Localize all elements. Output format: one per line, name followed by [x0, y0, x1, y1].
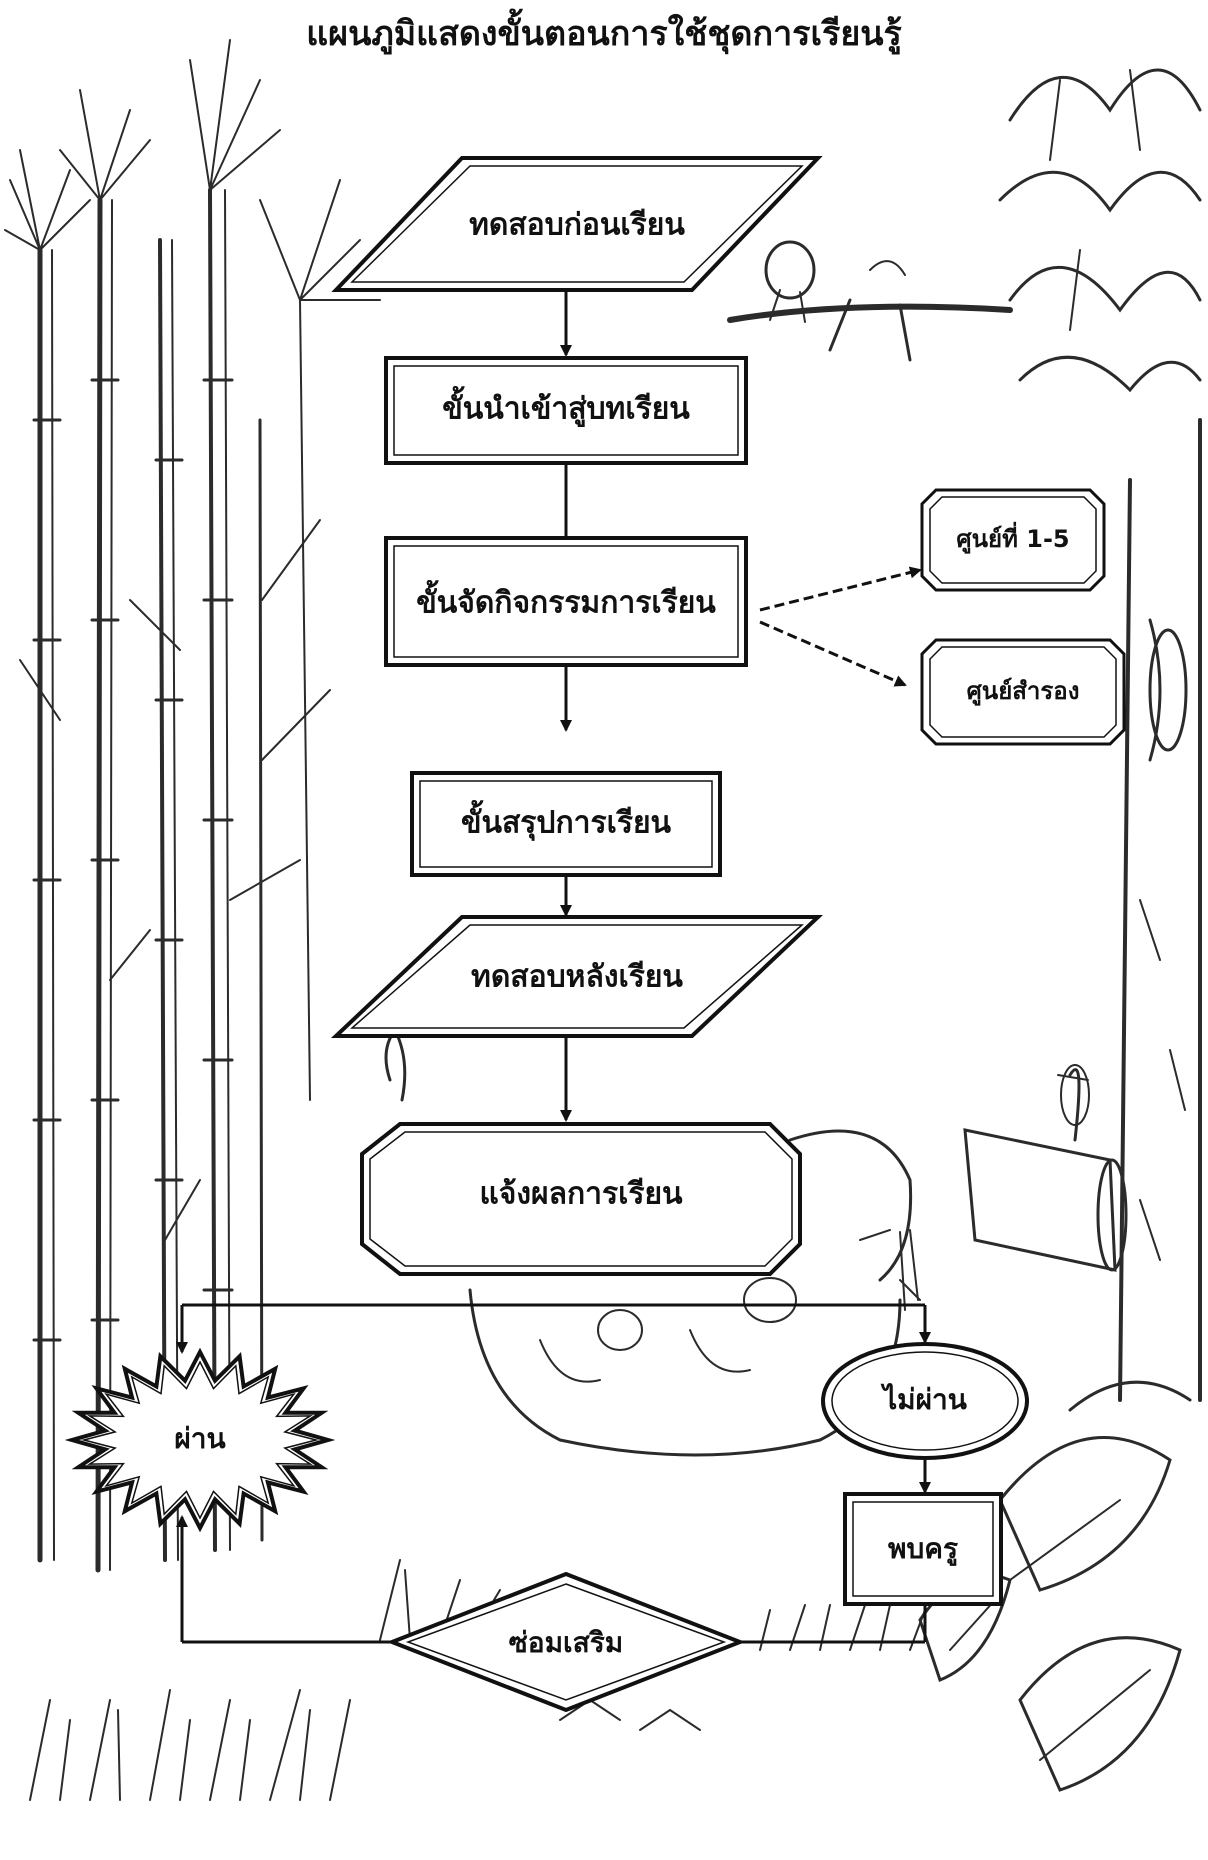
activity-step-label: ขั้นจัดกิจกรรมการเรียน — [416, 580, 716, 621]
dashed-connectors — [759, 566, 922, 687]
pass-starburst-inner — [81, 1360, 319, 1520]
intro-step-label: ขั้นนำเข้าสู่บทเรียน — [442, 386, 690, 428]
meet-teacher-label: พบครู — [888, 1532, 958, 1566]
intro-step-node: ขั้นนำเข้าสู่บทเรียน — [384, 356, 748, 465]
posttest-node: ทดสอบหลังเรียน — [330, 915, 824, 1038]
fail-label: ไม่ผ่าน — [880, 1383, 967, 1416]
report-label: แจ้งผลการเรียน — [479, 1177, 683, 1212]
remedial-label: ซ่อมเสริม — [509, 1626, 623, 1659]
bamboo-grove-illustration — [4, 39, 381, 1573]
center-1-5-node: ศูนย์ที่ 1-5 — [920, 488, 1106, 592]
meet-teacher-node: พบครู — [843, 1492, 1003, 1606]
tree-trunk-illustration — [998, 68, 1202, 1402]
center-reserve-node: ศูนย์สำรอง — [920, 638, 1126, 746]
connectors — [176, 290, 931, 1644]
pass-label: ผ่าน — [174, 1422, 225, 1455]
fail-node: ไม่ผ่าน — [821, 1342, 1029, 1460]
grass-illustration — [29, 1559, 926, 1801]
pretest-label: ทดสอบก่อนเรียน — [469, 208, 685, 243]
summary-step-label: ขั้นสรุปการเรียน — [461, 800, 672, 842]
log-and-bird-illustration — [963, 1064, 1128, 1272]
pass-node: ผ่าน — [64, 1347, 336, 1533]
pretest-node: ทดสอบก่อนเรียน — [331, 156, 823, 292]
pass-starburst — [64, 1347, 336, 1533]
activity-step-node: ขั้นจัดกิจกรรมการเรียน — [384, 536, 748, 667]
center-reserve-label: ศูนย์สำรอง — [967, 677, 1080, 706]
remedial-node: ซ่อมเสริม — [386, 1571, 746, 1713]
branch-with-bird-illustration — [727, 240, 1013, 362]
summary-step-node: ขั้นสรุปการเรียน — [410, 771, 722, 877]
report-node: แจ้งผลการเรียน — [360, 1122, 802, 1276]
posttest-label: ทดสอบหลังเรียน — [471, 960, 683, 995]
diagram-title: แผนภูมิแสดงขั้นตอนการใช้ชุดการเรียนรู้ — [306, 14, 902, 54]
center-1-5-label: ศูนย์ที่ 1-5 — [956, 521, 1069, 554]
